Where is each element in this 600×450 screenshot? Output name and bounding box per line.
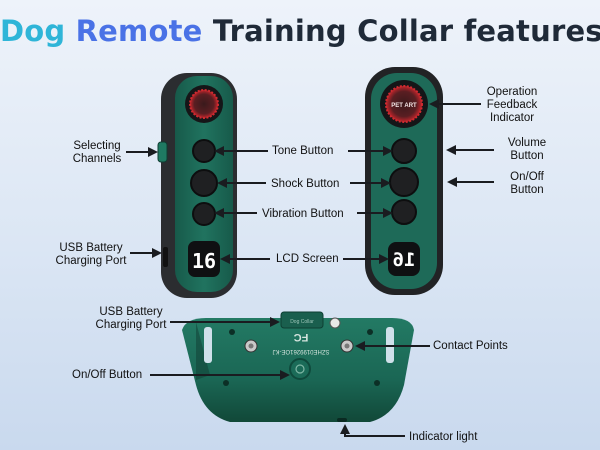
vibration-button-back[interactable]	[391, 199, 417, 225]
shock-button-back[interactable]	[389, 167, 419, 197]
screw-hole	[374, 380, 380, 386]
collar-usb-tab	[280, 311, 324, 329]
screw-hole	[223, 380, 229, 386]
label-onoff-remote: On/Off Button	[496, 171, 558, 197]
label-line: USB Battery	[99, 306, 163, 318]
label-volume-button: Volume Button	[496, 137, 558, 163]
label-line: USB Battery	[59, 242, 123, 254]
remote-back: PET ART 16	[365, 67, 443, 295]
remote-front: 16	[157, 73, 237, 298]
label-line: Channels	[72, 153, 122, 165]
tone-button-back[interactable]	[391, 138, 417, 164]
label-line: Charging Port	[55, 255, 127, 267]
title-word-remote: Remote	[75, 14, 203, 48]
svg-text:16: 16	[393, 249, 416, 271]
label-operation-feedback: Operation Feedback Indicator	[480, 86, 544, 125]
label-selecting-channels: Selecting Channels	[64, 140, 130, 166]
lcd-screen-front	[188, 241, 220, 277]
lcd-value: 16	[192, 249, 216, 273]
screw-hole	[367, 329, 373, 335]
collar-serial: SZHE0199261OE-KJ	[272, 348, 329, 354]
label-line: Operation	[486, 86, 538, 98]
contact-point-right-core	[344, 343, 350, 349]
label-line: Indicator	[489, 112, 535, 124]
label-line: Feedback	[486, 99, 538, 111]
label-line: Volume	[507, 137, 547, 149]
label-line: Selecting	[73, 140, 121, 152]
label-usb-collar: USB Battery Charging Port	[88, 306, 174, 332]
label-line: Charging Port	[95, 319, 167, 331]
collar-indicator-light	[337, 418, 347, 422]
label-line: Button	[510, 184, 544, 196]
shock-button-front[interactable]	[190, 169, 218, 197]
lcd-value-back-mirrored: 16	[393, 249, 416, 271]
page-title: Dog Remote Training Collar features	[0, 14, 600, 48]
collar-usb-port	[329, 317, 341, 329]
callout-arrows	[126, 99, 494, 437]
usb-port-remote	[163, 247, 168, 267]
label-lcd-screen: LCD Screen	[276, 253, 339, 265]
label-tone-button: Tone Button	[272, 145, 334, 157]
vibration-button-front[interactable]	[192, 202, 216, 226]
tone-button-front[interactable]	[192, 139, 216, 163]
label-onoff-collar: On/Off Button	[72, 369, 143, 381]
label-indicator-light: Indicator light	[409, 431, 478, 443]
fcc-mark: FC	[294, 331, 309, 343]
strap-slot-left	[204, 327, 212, 363]
title-rest: Training Collar features	[212, 14, 600, 48]
power-icon	[295, 364, 305, 374]
arrow-indicator-light	[340, 424, 405, 437]
collar-usb-tab-text: Dog Collar	[290, 319, 314, 325]
label-shock-button: Shock Button	[271, 178, 340, 190]
label-line: Button	[510, 150, 544, 162]
title-word-dog: Dog	[0, 14, 66, 48]
channel-selector-switch[interactable]	[157, 141, 168, 163]
collar-receiver: Dog Collar FC SZHE0199261OE-KJ	[182, 311, 414, 422]
contact-point-left-core	[248, 343, 254, 349]
label-line: On/Off	[510, 171, 544, 183]
collar-onoff-button[interactable]	[289, 358, 311, 380]
label-contact-points: Contact Points	[433, 340, 508, 352]
screw-hole	[229, 329, 235, 335]
label-usb-remote: USB Battery Charging Port	[50, 242, 132, 268]
remote-back-red-indicator	[385, 85, 423, 123]
remote-front-red-indicator	[189, 89, 219, 119]
label-vibration-button: Vibration Button	[262, 208, 344, 220]
remote-back-badge: PET ART	[391, 103, 417, 109]
collar-left-shadow	[196, 322, 210, 380]
lcd-screen-back	[388, 242, 420, 276]
